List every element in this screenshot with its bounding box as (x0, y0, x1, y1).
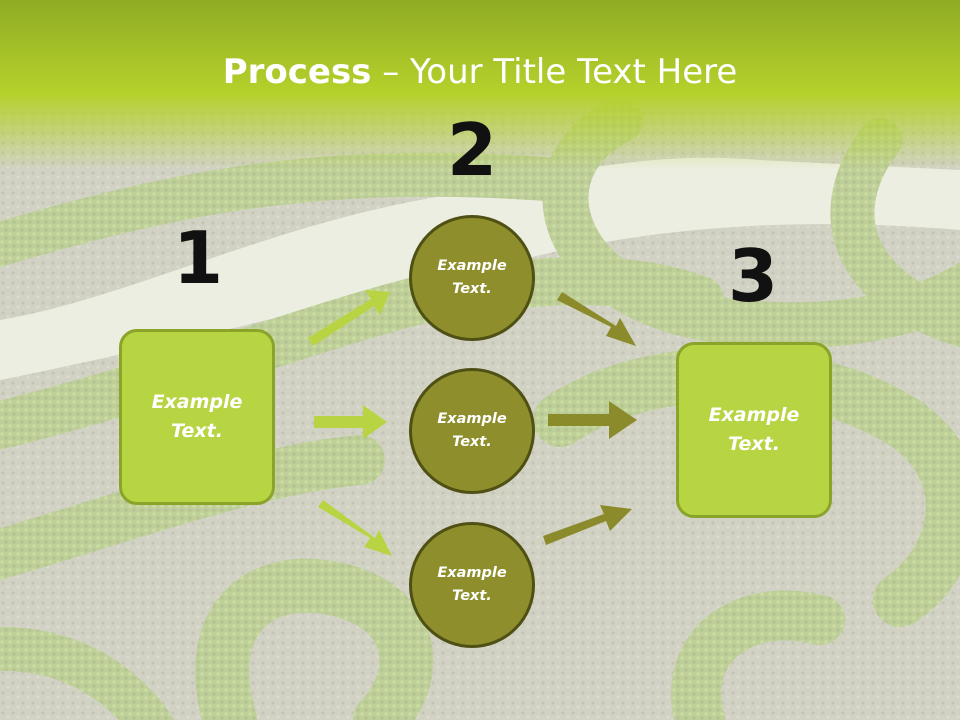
arrow-left-to-bottom-circle (318, 500, 392, 556)
left-box-line1: Example (151, 391, 243, 413)
arrow-left-to-top-circle (308, 290, 390, 346)
title-bold: Process (222, 52, 372, 92)
right-step-box: Example Text. (676, 342, 832, 518)
top-circle-line1: Example (437, 258, 507, 274)
right-box-line2: Text. (728, 433, 780, 455)
right-box-line1: Example (708, 404, 800, 426)
arrow-bottom-circle-to-right (543, 505, 632, 545)
bottom-circle-line2: Text. (452, 588, 492, 604)
step-number-1: 1 (172, 216, 224, 300)
middle-circle-line2: Text. (452, 434, 492, 450)
middle-circle: Example Text. (409, 368, 535, 494)
slide-title: Process – Your Title Text Here (0, 52, 960, 92)
step-number-3: 3 (727, 234, 779, 318)
arrow-top-circle-to-right (557, 292, 636, 346)
bottom-circle-line1: Example (437, 565, 507, 581)
left-box-line2: Text. (171, 420, 223, 442)
step-number-2: 2 (446, 108, 498, 192)
left-step-box: Example Text. (119, 329, 275, 505)
title-rest: – Your Title Text Here (371, 52, 738, 92)
top-circle-line2: Text. (452, 281, 492, 297)
bottom-circle: Example Text. (409, 522, 535, 648)
arrow-left-to-middle-circle (314, 405, 387, 439)
arrow-middle-circle-to-right (548, 401, 637, 439)
middle-circle-line1: Example (437, 411, 507, 427)
top-circle: Example Text. (409, 215, 535, 341)
